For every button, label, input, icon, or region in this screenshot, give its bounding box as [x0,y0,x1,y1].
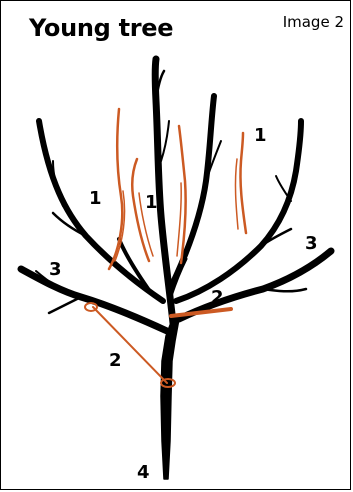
label-2-upper: 2 [211,287,224,308]
scaffold-left-upper-twig1 [51,211,88,238]
prune-shoot-center-inner [176,182,182,257]
trunk [160,316,180,480]
branch-right-center-twig [205,140,222,182]
prune-shoot-left-inner [114,190,126,262]
prune-shoot-center [177,124,187,265]
label-1-right: 1 [254,125,267,146]
central-leader-twig [160,120,170,162]
central-leader-tip [154,69,166,103]
prune-mark-top [84,302,98,312]
prune-mark-bottom [160,378,176,388]
label-2-lower: 2 [109,350,122,371]
scaffold-left-upper-twig2 [52,160,64,207]
prune-shoot-center-left-inner [138,192,154,257]
tree-branches [17,55,335,480]
branch-left-mid [117,237,153,295]
scaffold-lower-right [175,247,335,323]
pruning-cuts [84,107,248,388]
prune-shoot-left [107,107,124,271]
prune-diagonal [92,306,168,384]
scaffold-lower-left [17,265,171,335]
prune-shoot-right-inner [234,158,239,230]
branch-right-center [166,93,217,294]
prune-cross-branch [169,307,233,318]
figure-title: Young tree [29,14,174,42]
scaffold-lower-right-twig [261,287,308,293]
scaffold-right-upper-twig1 [259,227,293,248]
label-1-left: 1 [89,188,102,209]
label-4: 4 [137,462,150,483]
label-3-left: 3 [49,259,62,280]
central-leader [151,55,177,327]
scaffold-lower-left-twig1 [47,295,83,315]
scaffold-lower-left-twig2 [35,270,62,291]
branch-inner [169,257,188,298]
prune-shoot-right [239,131,248,235]
prune-shoot-center-left [130,157,151,263]
scaffold-right-upper [173,118,304,304]
scaffold-right-upper-twig2 [275,175,292,202]
label-1-center: 1 [145,192,158,213]
image-label: Image 2 [282,13,344,31]
label-3-right: 3 [305,233,318,254]
